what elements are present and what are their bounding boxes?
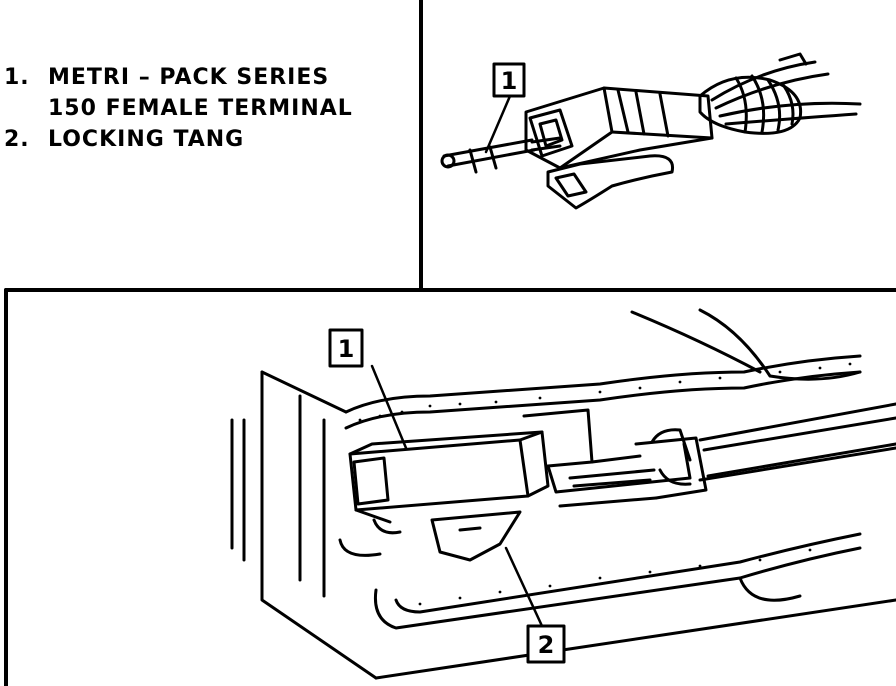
legend-item-1-line-1: METRI – PACK SERIES [48, 65, 330, 90]
panel-frame [4, 0, 896, 686]
foam-texture [358, 362, 852, 606]
terminal-detail-illustration [230, 308, 896, 680]
legend: 1. METRI – PACK SERIES 150 FEMALE TERMIN… [4, 62, 353, 155]
callout-1-top: 1 [492, 62, 526, 98]
legend-item-1-line-2: 150 FEMALE TERMINAL [48, 96, 353, 121]
callout-1-bottom-label: 1 [338, 335, 355, 363]
callout-1-top-label: 1 [501, 67, 518, 95]
callout-2: 2 [526, 624, 566, 664]
callout-1-bottom: 1 [328, 328, 364, 368]
callout-2-label: 2 [538, 631, 555, 659]
connector-assembly-illustration [440, 52, 862, 210]
legend-item-2-line-1: LOCKING TANG [48, 127, 245, 152]
legend-item-2-number: 2. [4, 127, 30, 152]
legend-item-1-number: 1. [4, 65, 30, 90]
legend-item-1-cont: 150 FEMALE TERMINAL [4, 93, 353, 124]
legend-item-2: 2. LOCKING TANG [4, 124, 353, 155]
legend-item-1: 1. METRI – PACK SERIES [4, 62, 353, 93]
